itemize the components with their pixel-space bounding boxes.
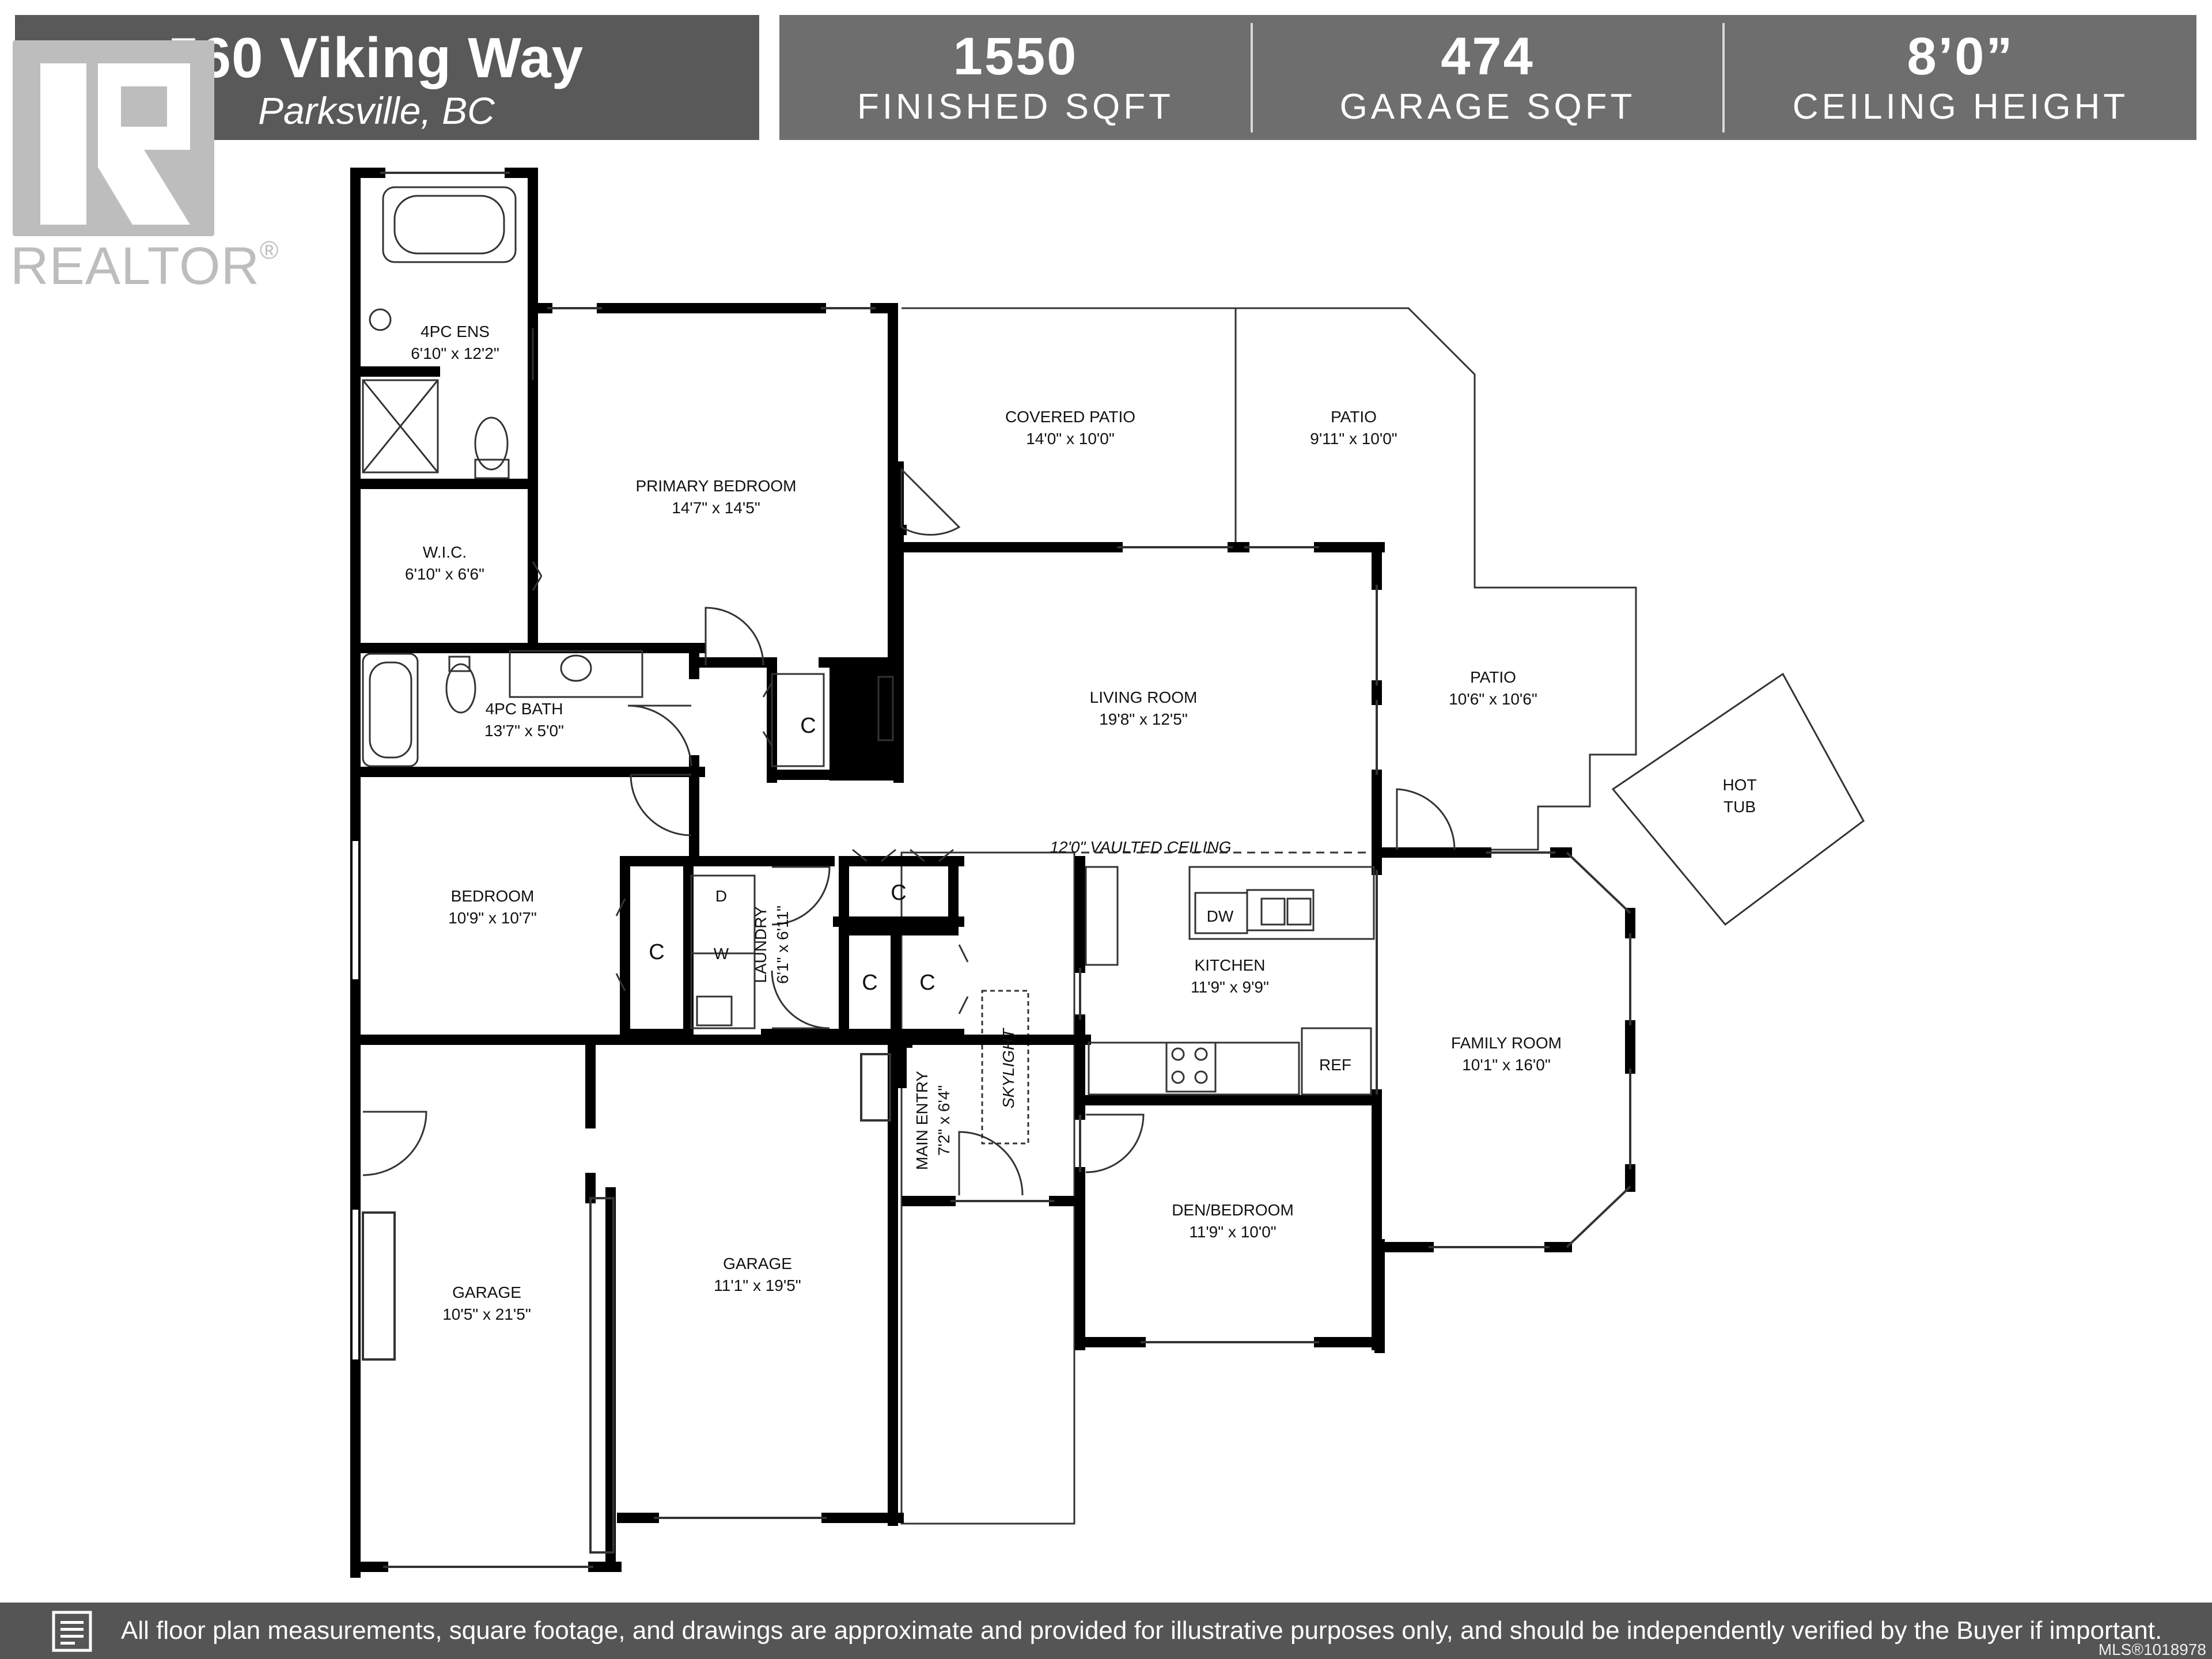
disclaimer-bar: All floor plan measurements, square foot… xyxy=(0,1603,2212,1659)
room-dims-bath: 13'7" x 5'0" xyxy=(484,722,564,740)
dishwasher-label: DW xyxy=(1207,907,1234,925)
room-name-bedroom: BEDROOM xyxy=(451,887,535,905)
room-dims-ensuite: 6'10" x 12'2" xyxy=(411,344,499,362)
stat-divider xyxy=(1722,23,1725,132)
room-name-garage-1: GARAGE xyxy=(452,1283,521,1301)
realtor-text: REALTOR xyxy=(10,237,260,296)
closet-label: C xyxy=(862,971,877,995)
closet-label: C xyxy=(649,940,664,964)
room-name-primary-bedroom: PRIMARY BEDROOM xyxy=(635,477,796,495)
room-name-bath: 4PC BATH xyxy=(486,700,563,718)
room-dims-patio: 9'11" x 10'0" xyxy=(1310,430,1397,448)
room-dims-patio-2: 10'6" x 10'6" xyxy=(1449,690,1537,708)
closet-label: C xyxy=(800,714,816,738)
room-dims-garage-1: 10'5" x 21'5" xyxy=(442,1305,531,1323)
stat-label: CEILING HEIGHT xyxy=(1792,87,2129,127)
stat-divider xyxy=(1251,23,1253,132)
room-name-covered-patio: COVERED PATIO xyxy=(1005,408,1135,426)
closet-label: C xyxy=(919,971,935,995)
room-name-wic: W.I.C. xyxy=(423,543,467,561)
fridge-label: REF xyxy=(1319,1056,1351,1074)
stat-value: 474 xyxy=(1441,27,1535,86)
room-dims-wic: 6'10" x 6'6" xyxy=(405,565,484,583)
room-dims-family-room: 10'1" x 16'0" xyxy=(1462,1056,1551,1074)
stat-label: GARAGE SQFT xyxy=(1339,87,1636,127)
stat-value: 8’0” xyxy=(1907,27,2014,86)
room-dims-bedroom: 10'9" x 10'7" xyxy=(448,909,537,927)
room-dims-main-entry: 7'2" x 6'4" xyxy=(935,1085,953,1156)
room-name-main-entry: MAIN ENTRY xyxy=(913,1071,931,1170)
stat-garage-sqft: 474 GARAGE SQFT xyxy=(1253,15,1722,140)
stat-value: 1550 xyxy=(953,27,1078,86)
room-name-patio-2: PATIO xyxy=(1470,668,1516,686)
hot-tub-label-1: HOT xyxy=(1722,776,1756,794)
dryer-label: D xyxy=(715,887,727,905)
room-name-ensuite: 4PC ENS xyxy=(421,323,490,340)
washer-label: W xyxy=(714,945,729,963)
stat-finished-sqft: 1550 FINISHED SQFT xyxy=(779,15,1252,140)
room-name-laundry: LAUNDRY xyxy=(752,906,770,983)
address-street: 560 Viking Way xyxy=(168,26,584,89)
room-name-den: DEN/BEDROOM xyxy=(1172,1201,1294,1219)
room-name-patio: PATIO xyxy=(1331,408,1377,426)
realtor-wordmark: REALTOR® xyxy=(10,236,279,297)
room-labels: 4PC ENS 6'10" x 12'2" W.I.C. 6'10" x 6'6… xyxy=(405,323,1757,1323)
realtor-logo xyxy=(13,40,214,236)
registered-mark: ® xyxy=(260,236,279,264)
room-name-living-room: LIVING ROOM xyxy=(1090,688,1198,706)
room-dims-den: 11'9" x 10'0" xyxy=(1189,1223,1276,1241)
disclaimer-text: All floor plan measurements, square foot… xyxy=(121,1616,2162,1645)
room-dims-kitchen: 11'9" x 9'9" xyxy=(1191,978,1269,996)
room-name-kitchen: KITCHEN xyxy=(1195,956,1266,974)
room-dims-living-room: 19'8" x 12'5" xyxy=(1099,710,1188,728)
skylight-label: SKYLIGHT xyxy=(999,1028,1017,1108)
document-icon xyxy=(52,1611,92,1652)
room-dims-primary-bedroom: 14'7" x 14'5" xyxy=(672,499,760,517)
stats-panel: 1550 FINISHED SQFT 474 GARAGE SQFT 8’0” … xyxy=(779,15,2196,140)
stat-label: FINISHED SQFT xyxy=(857,87,1174,127)
closet-label: C xyxy=(891,881,906,905)
address-city: Parksville, BC xyxy=(258,89,495,132)
room-name-garage-2: GARAGE xyxy=(723,1255,792,1272)
room-dims-garage-2: 11'1" x 19'5" xyxy=(714,1277,801,1294)
hot-tub-label-2: TUB xyxy=(1724,798,1756,816)
room-dims-covered-patio: 14'0" x 10'0" xyxy=(1026,430,1115,448)
stat-ceiling-height: 8’0” CEILING HEIGHT xyxy=(1725,15,2196,140)
room-dims-laundry: 6'1" x 6'11" xyxy=(774,906,791,984)
vaulted-ceiling-label: 12'0" VAULTED CEILING xyxy=(1050,838,1231,856)
mls-number: MLS®1018978 xyxy=(2098,1641,2206,1658)
room-name-family-room: FAMILY ROOM xyxy=(1451,1034,1562,1052)
